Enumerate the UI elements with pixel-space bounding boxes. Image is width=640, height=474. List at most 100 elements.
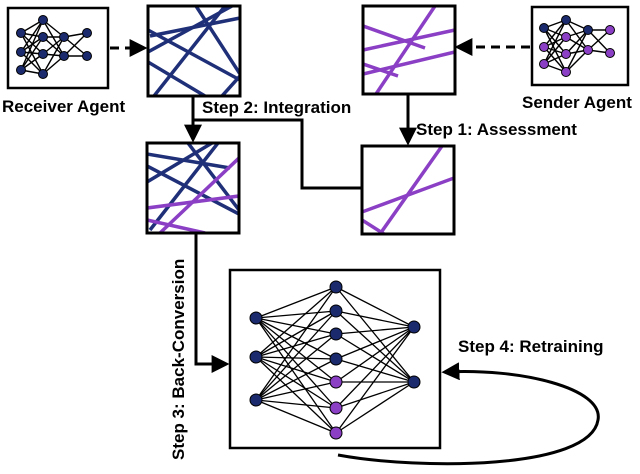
retrain-net-edge (335, 310, 415, 328)
knowledge-line (148, 164, 238, 216)
receiver-net-edge (42, 19, 65, 57)
retraining-loop-arrow (337, 362, 600, 466)
receiver-net-node (38, 32, 48, 42)
knowledge-line (364, 62, 399, 78)
sender-net-edge (543, 36, 567, 65)
receiver-net-node (16, 47, 26, 57)
receiver-net-node (16, 28, 26, 38)
retrain-net-edge (255, 381, 337, 401)
sender-net-node (539, 42, 549, 52)
retrain-net-node (329, 304, 343, 318)
integration-connector (193, 118, 362, 190)
knowledge-line (194, 7, 239, 75)
sender-agent-network-icon (530, 5, 630, 87)
sender-net-edge (565, 29, 589, 55)
knowledge-line (149, 60, 206, 95)
sender-net-node (539, 59, 549, 69)
sender-net-node (605, 48, 615, 58)
retrain-net-edge (335, 286, 415, 383)
retrain-net-node (329, 327, 343, 341)
retrain-net-edge (255, 356, 337, 434)
retrain-net-edge (255, 317, 337, 383)
retrain-net-edge (255, 286, 337, 319)
retrain-net-node (249, 393, 263, 407)
sender-net-node (561, 32, 571, 42)
retraining-network (228, 268, 442, 450)
retrain-net-edge (255, 356, 337, 360)
retrain-net-edge (335, 381, 415, 434)
retrain-net-node (329, 375, 343, 389)
retrain-net-edge (335, 333, 415, 383)
retrain-net-edge (255, 317, 337, 360)
receiver-net-node (38, 49, 48, 59)
sender-agent-label: Sender Agent (522, 93, 632, 112)
receiver-net-node (82, 51, 92, 61)
retrain-net-edge (255, 399, 337, 409)
receiver-net-edge (20, 19, 44, 71)
retrain-net-edge (335, 358, 415, 383)
sender-net-node (561, 15, 571, 25)
retrain-net-edge (255, 310, 337, 358)
step1-label: Step 1: Assessment (416, 120, 577, 139)
integrated-knowledge-box (145, 141, 241, 235)
knowledge-line (149, 16, 239, 38)
receiver-agent-label: Receiver Agent (2, 97, 125, 116)
step2-label: Step 2: Integration (202, 98, 351, 117)
retrain-net-edge (255, 333, 337, 401)
receiver-net-edge (42, 36, 65, 75)
knowledge-line (148, 218, 206, 232)
receiver-net-node (38, 15, 48, 25)
knowledge-line (148, 152, 231, 170)
retrain-net-edge (335, 326, 415, 434)
assessed-knowledge-box (360, 144, 456, 236)
knowledge-line (374, 7, 437, 93)
knowledge-line (363, 218, 385, 233)
receiver-knowledge-box (146, 4, 242, 98)
retrain-net-edge (255, 356, 337, 409)
knowledge-line (149, 28, 239, 82)
retrain-net-edge (255, 286, 337, 358)
retrain-net-edge (335, 310, 415, 383)
receiver-net-node (16, 65, 26, 75)
retrain-net-node (329, 280, 343, 294)
knowledge-line (148, 144, 213, 184)
sender-net-node (539, 23, 549, 33)
knowledge-line (364, 28, 454, 52)
retrain-net-edge (255, 317, 337, 335)
back-conversion-arrow (194, 233, 230, 373)
receiver-net-edge (20, 36, 44, 71)
retrain-net-edge (255, 310, 337, 319)
retrain-net-edge (255, 333, 337, 358)
retrain-net-edge (335, 286, 415, 328)
receiver-net-edge (20, 51, 44, 75)
retrain-net-edge (255, 317, 337, 409)
retrain-net-edge (255, 356, 337, 383)
receiver-net-node (59, 51, 69, 61)
retrain-net-node (407, 375, 421, 389)
sender-knowledge-box (361, 4, 457, 96)
retrain-net-edge (255, 310, 337, 401)
knowledge-line (364, 24, 426, 50)
retrain-net-edge (255, 286, 337, 401)
sender-net-node (605, 25, 615, 35)
retrain-net-node (329, 426, 343, 440)
sender-net-edge (543, 19, 567, 65)
receiver-net-node (38, 69, 48, 79)
retrain-net-edge (335, 326, 415, 335)
sender-net-edge (565, 19, 589, 51)
knowledge-line (159, 157, 238, 232)
retrain-net-node (329, 352, 343, 366)
sender-net-node (561, 67, 571, 77)
receiver-net-node (59, 32, 69, 42)
knowledge-line (220, 75, 239, 95)
retrain-net-edge (335, 326, 415, 409)
retrain-net-edge (335, 381, 415, 409)
step4-label: Step 4: Retraining (458, 337, 603, 356)
retrain-net-node (249, 311, 263, 325)
sender-net-node (583, 45, 593, 55)
sender-net-edge (565, 29, 589, 73)
retrain-net-edge (255, 358, 337, 401)
sender-net-node (583, 25, 593, 35)
receiver-agent-network-icon (6, 6, 110, 90)
